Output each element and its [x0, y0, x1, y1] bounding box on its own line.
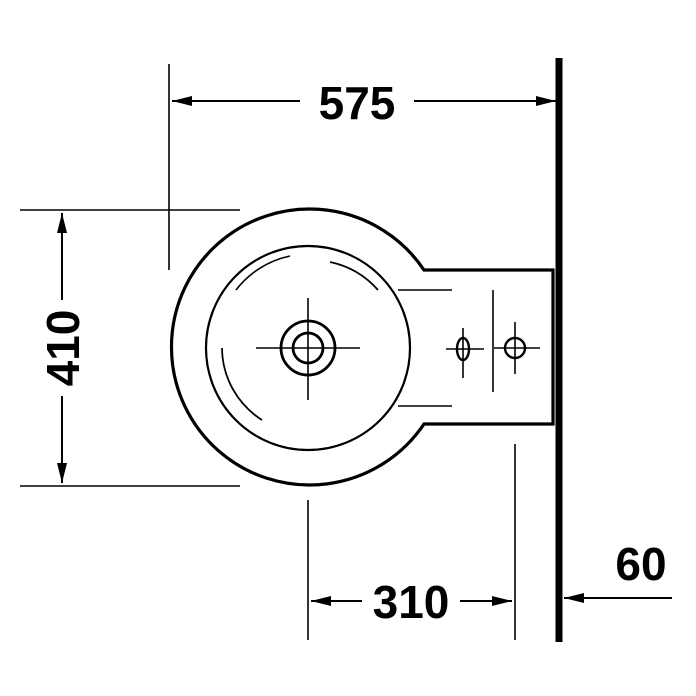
dimension-60-label: 60 [615, 538, 666, 590]
dimension-575: 575 [168, 64, 556, 270]
dimension-410-label: 410 [37, 310, 89, 387]
outlet-drain [256, 298, 360, 400]
fixture-outline [169, 207, 555, 487]
dimension-310: 310 [307, 444, 516, 640]
dimension-410: 410 [20, 209, 240, 487]
dimension-60: 60 [564, 538, 672, 603]
dimension-310-label: 310 [373, 576, 450, 628]
dimension-575-label: 575 [319, 77, 396, 129]
tap-holes [446, 290, 540, 392]
